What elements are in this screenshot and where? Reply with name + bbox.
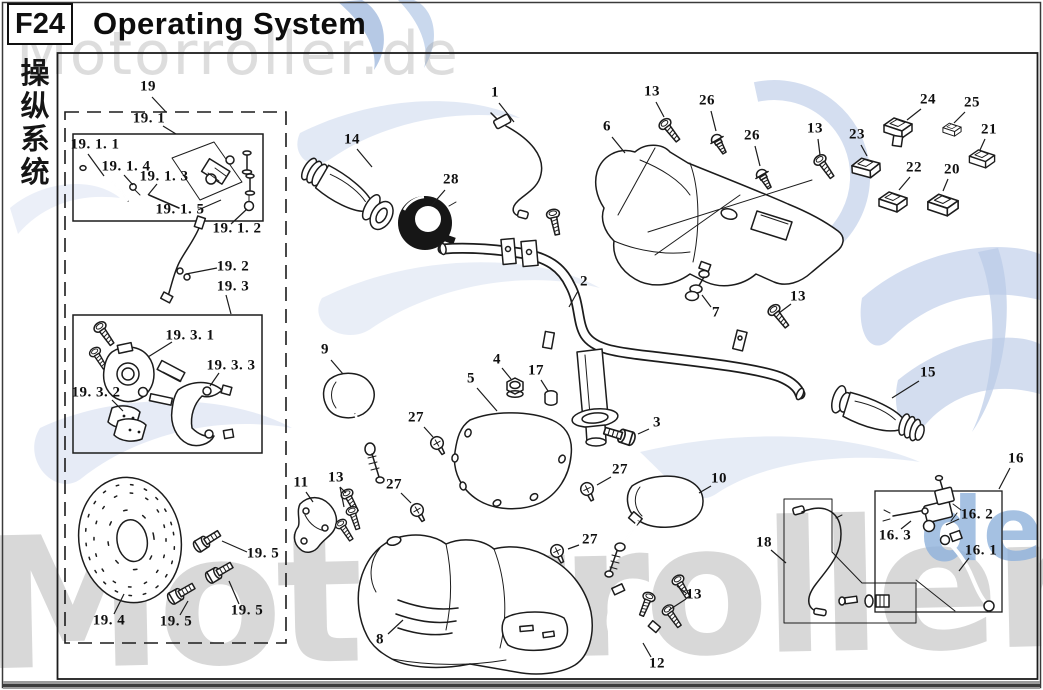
- group-19-box: [64, 111, 287, 644]
- part-1-throttle-cable: [490, 112, 543, 220]
- part-19-4-brake-disc: [77, 476, 183, 604]
- cable-end-fittings: [838, 594, 890, 608]
- side-label-char: 操: [20, 58, 50, 90]
- part-15-right-grip: [831, 385, 925, 442]
- part-3-bolt: [601, 423, 638, 448]
- part-27-screw: [427, 433, 450, 458]
- part-9-left-mirror: [322, 372, 385, 484]
- part-26-clip: [752, 165, 777, 193]
- part-13-screw: [656, 115, 684, 146]
- page-code: F24: [15, 7, 65, 40]
- group-19-1-box: [72, 133, 264, 222]
- part-6-handlebar-cover: [594, 144, 844, 287]
- part-13-screw: [765, 301, 793, 332]
- part-10-right-mirror: [604, 475, 704, 578]
- drawing-frame: [56, 52, 1039, 680]
- part-21-switch: [968, 149, 996, 169]
- part-16-1-lever: [939, 529, 995, 612]
- part-13-screw: [544, 207, 565, 237]
- master-cylinder-icon: [200, 155, 235, 185]
- side-label-char: 统: [20, 157, 50, 189]
- part-12-bracket: [606, 583, 662, 647]
- part-16-3-adjuster: [882, 507, 929, 522]
- side-label-char: 纵: [20, 91, 50, 123]
- part-19-2-brake-hose: [159, 215, 207, 304]
- part-4-nut: [506, 377, 524, 398]
- steering-stem: [571, 348, 619, 447]
- banjo-bolt-19-1-2: [243, 200, 255, 212]
- part-25-switch: [942, 122, 962, 137]
- part-5-cover-plate: [451, 412, 573, 510]
- part-13-screw: [811, 151, 839, 182]
- caliper-bracket-19-3-3: [170, 381, 235, 447]
- side-label: 操纵系统: [16, 58, 54, 190]
- group-18-box: [783, 498, 917, 624]
- part-19-3-caliper-assy: [87, 318, 235, 447]
- part-19-1-brake-lever-assy: [79, 141, 256, 212]
- page-title: Operating System: [93, 6, 367, 41]
- part-24-switch: [883, 117, 913, 148]
- part-2-handlebar: [437, 237, 806, 447]
- part-17-cap-nut: [544, 390, 558, 406]
- watermark-top-text: Motorroller.de: [16, 19, 460, 89]
- part-28-headlight-holder: [393, 195, 457, 257]
- page-code-box: F24: [7, 3, 73, 45]
- group-19-3-box: [72, 314, 263, 454]
- part-22-switch: [878, 191, 908, 213]
- brake-pads-19-3-2: [107, 405, 147, 442]
- part-8-front-panel: [357, 534, 593, 675]
- part-26-clip: [707, 130, 732, 158]
- watermark-bird-shapes: [10, 0, 1040, 499]
- group-box-connector: [915, 579, 956, 612]
- bottom-band-dark: [3, 684, 1040, 687]
- part-18-cable: [792, 505, 890, 617]
- side-label-char: 系: [20, 124, 50, 156]
- part-14-left-grip: [300, 157, 394, 231]
- part-11-bracket: [293, 496, 338, 554]
- part-7-screw-washer: [684, 269, 710, 302]
- part-20-switch: [927, 193, 959, 217]
- part-16-lever-assy: [882, 474, 995, 612]
